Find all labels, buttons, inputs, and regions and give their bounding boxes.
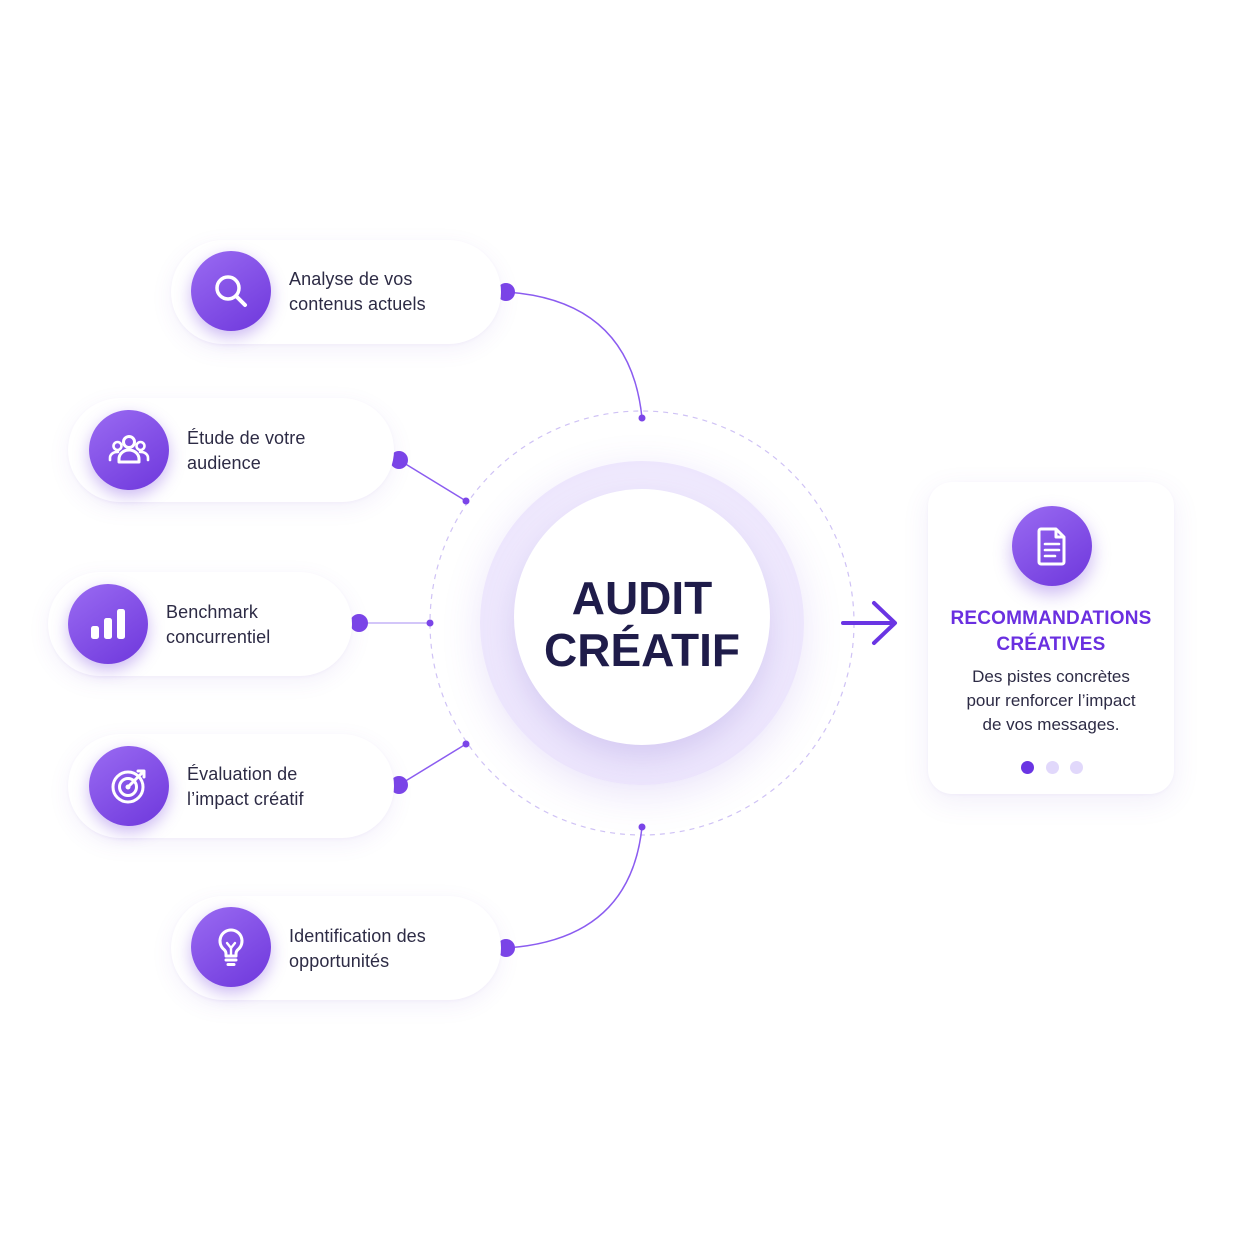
result-title-line: CRÉATIVES: [996, 634, 1106, 655]
document-icon: [1037, 527, 1066, 566]
center-circle: [514, 489, 770, 745]
connector-evaluation: [398, 743, 467, 786]
step-label-line: concurrentiel: [166, 627, 271, 647]
step-label-line: Identification des: [289, 926, 426, 946]
step-label-benchmark: Benchmark concurrentiel: [166, 600, 270, 650]
result-icon: [1012, 506, 1092, 586]
lightbulb-icon: [218, 928, 244, 966]
result-desc-line: Des pistes concrètes: [972, 667, 1130, 686]
node-dot-identification: [497, 939, 515, 957]
ring-dot-bottom: [638, 823, 646, 831]
result-description: Des pistes concrètes pour renforcer l’im…: [928, 665, 1174, 737]
step-icon-evaluation: [89, 746, 169, 826]
step-label-line: Étude de votre: [187, 428, 306, 448]
step-icon-analyse: [191, 251, 271, 331]
ring-dot-left: [426, 619, 434, 627]
connector-audience: [398, 459, 467, 502]
step-icon-identification: [191, 907, 271, 987]
ring-dot-top: [638, 414, 646, 422]
connector-identification: [505, 826, 643, 949]
arrow-right-icon: [841, 601, 897, 645]
center-title-line: CRÉATIF: [544, 624, 740, 676]
result-desc-line: pour renforcer l’impact: [966, 691, 1136, 710]
step-label-line: contenus actuels: [289, 294, 426, 314]
step-label-line: Évaluation de: [187, 764, 298, 784]
center-title-line: AUDIT: [571, 572, 713, 624]
node-dot-analyse: [497, 283, 515, 301]
result-title: RECOMMANDATIONS CRÉATIVES: [928, 606, 1174, 658]
step-label-line: Analyse de vos: [289, 269, 413, 289]
users-icon: [108, 435, 150, 464]
step-label-line: Benchmark: [166, 602, 258, 622]
pagination-dot-2[interactable]: [1046, 761, 1059, 774]
node-dot-benchmark: [350, 614, 368, 632]
pagination-dot-3[interactable]: [1070, 761, 1083, 774]
node-dot-audience: [390, 451, 408, 469]
step-label-evaluation: Évaluation de l’impact créatif: [187, 762, 304, 812]
result-title-line: RECOMMANDATIONS: [950, 608, 1152, 629]
ring-dot-upper-left: [462, 497, 470, 505]
step-label-line: l’impact créatif: [187, 789, 304, 809]
bar-chart-icon: [91, 609, 125, 639]
step-label-line: audience: [187, 453, 261, 473]
target-icon: [111, 769, 146, 804]
step-label-identification: Identification des opportunités: [289, 924, 426, 974]
step-label-audience: Étude de votre audience: [187, 426, 305, 476]
pagination-dot-1[interactable]: [1021, 761, 1034, 774]
center-title: AUDIT CRÉATIF: [514, 572, 770, 676]
step-label-analyse: Analyse de vos contenus actuels: [289, 267, 426, 317]
result-desc-line: de vos messages.: [982, 715, 1120, 734]
connector-analyse: [505, 291, 643, 419]
step-icon-audience: [89, 410, 169, 490]
step-label-line: opportunités: [289, 951, 390, 971]
step-icon-benchmark: [68, 584, 148, 664]
search-icon: [215, 275, 247, 307]
ring-dot-lower-left: [462, 740, 470, 748]
node-dot-evaluation: [390, 776, 408, 794]
